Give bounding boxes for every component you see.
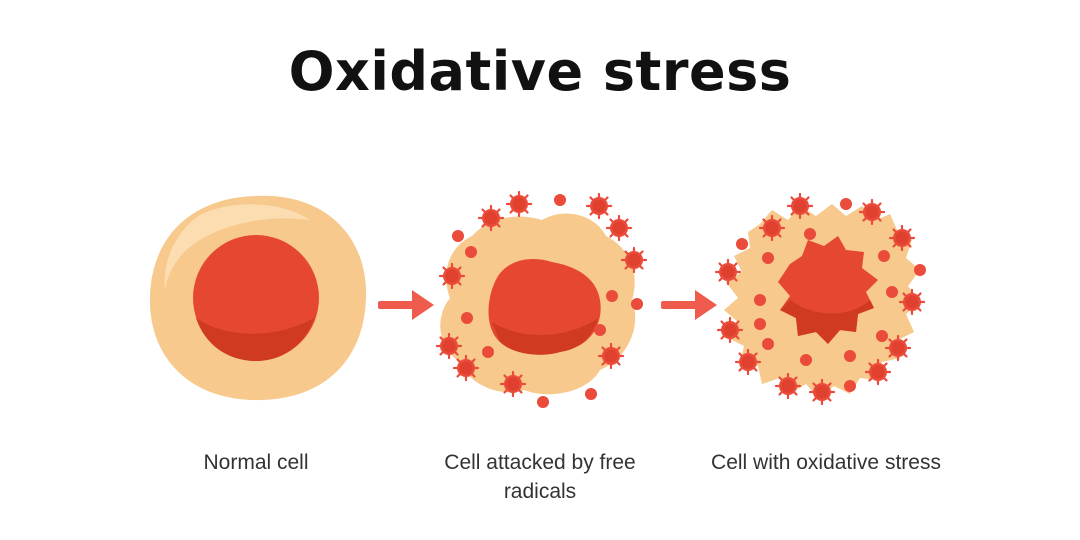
stressed-cell-nucleus-shade bbox=[780, 300, 874, 344]
page-title: Oxidative stress bbox=[288, 40, 792, 103]
attacked-cell bbox=[435, 190, 648, 408]
stressed-cell bbox=[714, 192, 926, 406]
caption-normal-cell: Normal cell bbox=[203, 451, 309, 474]
attacked-cell-nucleus-shade bbox=[492, 318, 598, 355]
normal-cell bbox=[149, 195, 367, 401]
normal-cell-highlight bbox=[164, 204, 310, 290]
normal-cell-nucleus-shade bbox=[196, 318, 314, 361]
caption-attacked-cell: Cell attacked by free radicals bbox=[444, 451, 636, 503]
caption-stressed-cell: Cell with oxidative stress bbox=[711, 451, 941, 474]
arrow-1 bbox=[378, 290, 434, 320]
arrow-2 bbox=[661, 290, 717, 320]
